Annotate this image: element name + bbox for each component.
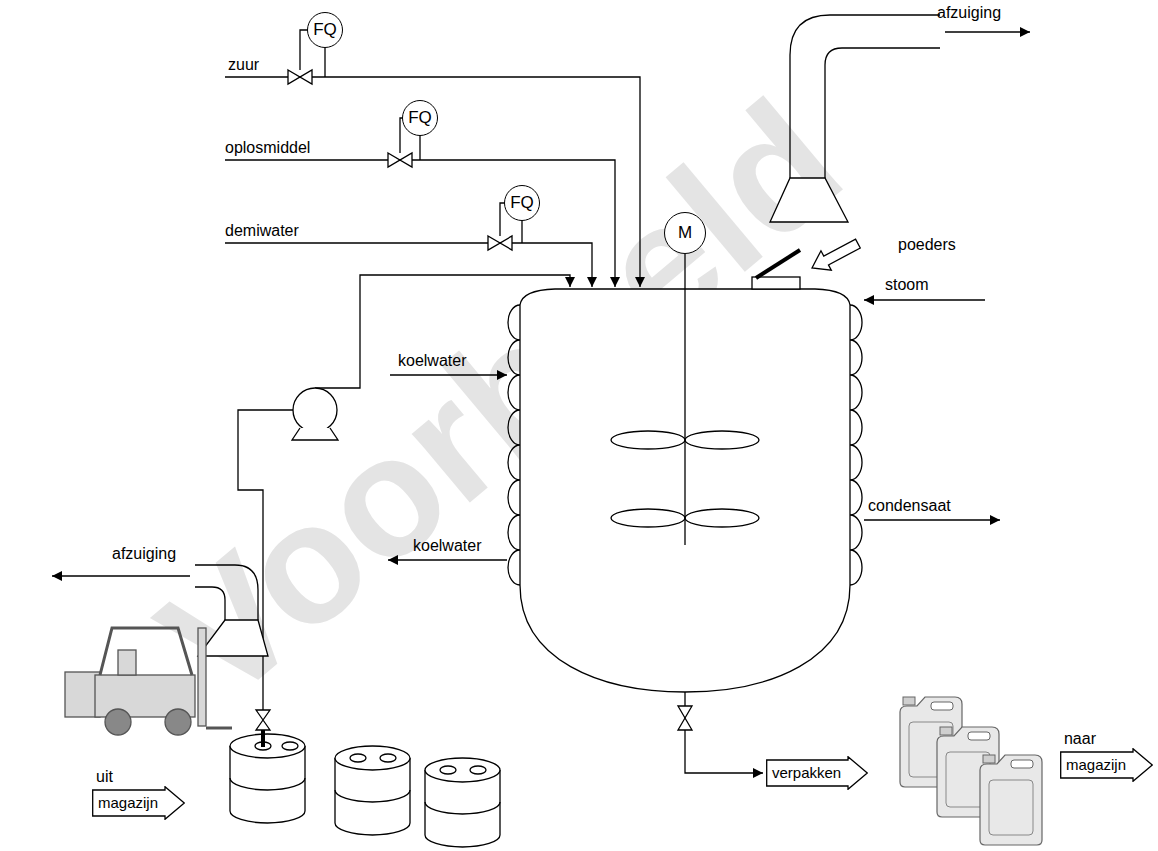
extraction-duct: [790, 15, 940, 178]
arrow-text: magazijn: [98, 794, 158, 811]
acid-line: [225, 77, 640, 287]
powder-chute: [756, 250, 800, 278]
arrow-text: verpakken: [772, 764, 841, 781]
arrow-heading: naar: [1064, 730, 1152, 748]
stream-label: condensaat: [868, 497, 951, 515]
arrow-shape: verpakken: [766, 756, 867, 790]
cooling-in: [390, 374, 507, 375]
powder-nozzle: [752, 277, 800, 289]
impeller: [611, 431, 685, 449]
outlet-line: [685, 692, 763, 773]
arrow-text: magazijn: [1066, 756, 1126, 773]
valve-symbol: [488, 236, 512, 250]
stream-label: koelwater: [413, 537, 481, 555]
arrow-shape: magazijn: [92, 786, 184, 820]
solvent-line: [225, 160, 615, 287]
instrument-circle: FQ: [504, 185, 540, 221]
steam-in: [864, 299, 985, 300]
motor-circle: M: [664, 212, 706, 254]
pump-symbol: [293, 388, 337, 432]
block-arrow: uit magazijn: [92, 768, 184, 820]
pump-base: [292, 428, 338, 440]
impeller: [685, 431, 759, 449]
cooling-out: [388, 559, 507, 560]
stream-label: demiwater: [225, 222, 299, 240]
heating-jacket: [850, 305, 862, 585]
extraction-hood: [198, 620, 268, 656]
instrument-tag: FQ: [313, 20, 337, 40]
stream-label: koelwater: [398, 352, 466, 370]
arrow-shape: magazijn: [1060, 748, 1152, 782]
valve-symbol: [256, 710, 270, 730]
instrument-tag: FQ: [408, 108, 432, 128]
block-arrow: verpakken: [766, 756, 867, 790]
stream-label: zuur: [228, 56, 259, 74]
pump-suction: [238, 410, 293, 710]
stream-label: poeders: [898, 236, 956, 254]
instrument-circle: FQ: [402, 100, 438, 136]
stream-label: afzuiging: [112, 545, 176, 563]
heating-jacket: [508, 305, 520, 585]
stream-label: oplosmiddel: [225, 139, 310, 157]
forklift: [65, 628, 232, 735]
instrument-circle: FQ: [307, 12, 343, 48]
motor-tag: M: [678, 223, 692, 243]
impeller: [685, 509, 759, 527]
arrow-heading: uit: [96, 768, 184, 786]
extraction-duct: [195, 565, 258, 620]
water-line: [225, 243, 592, 287]
extraction-hood: [770, 178, 848, 222]
impeller: [611, 509, 685, 527]
valve-symbol: [678, 706, 692, 730]
extraction-arrow: [52, 575, 190, 576]
condensate-out: [864, 519, 1000, 520]
extraction-arrow: [945, 31, 1030, 32]
powder-arrow: [807, 234, 863, 278]
drums: [230, 730, 500, 847]
stream-label: stoom: [885, 276, 929, 294]
agitator-shaft: [684, 254, 685, 545]
block-arrow: naar magazijn: [1060, 730, 1152, 782]
jerry-can: [980, 755, 1042, 845]
stream-label: afzuiging: [937, 4, 1001, 22]
valve-symbol: [388, 153, 412, 167]
instrument-tag: FQ: [510, 193, 534, 213]
valve-symbol: [288, 70, 312, 84]
